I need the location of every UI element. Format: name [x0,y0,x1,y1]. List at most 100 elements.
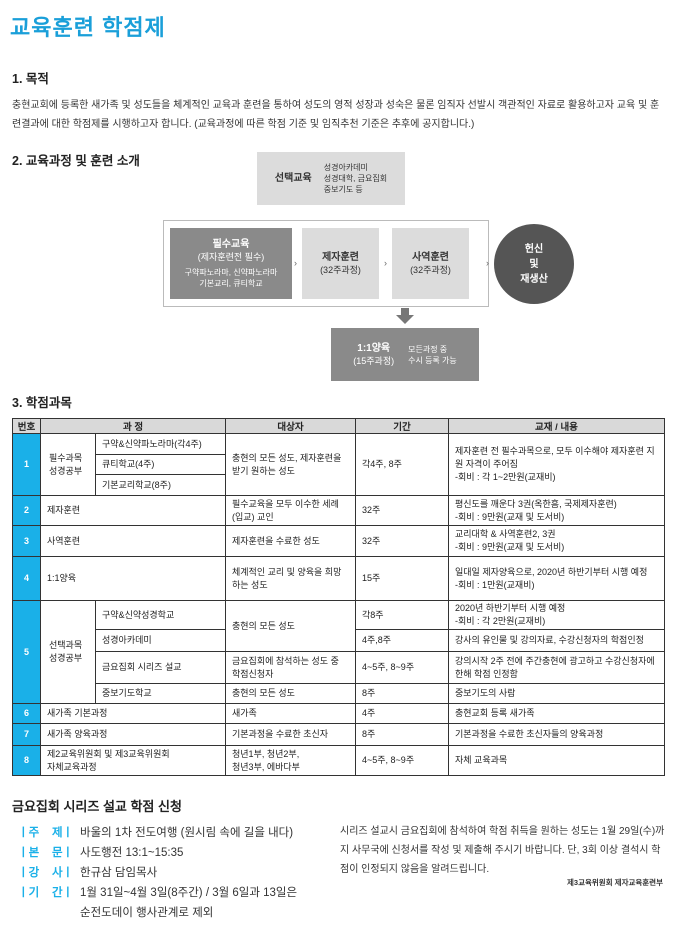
course-group: 필수과목 성경공부 [40,433,96,496]
row-number: 6 [12,703,41,724]
header-number: 번호 [12,418,41,434]
header-target: 대상자 [225,418,356,434]
target-cell: 체계적인 교리 및 양육을 희망하는 성도 [225,556,356,601]
dedication-circle: 헌신 및 재생산 [494,224,574,304]
content-cell: 자체 교육과목 [448,745,665,776]
content-cell: 강사의 유인물 및 강의자료, 수강신청자의 학점인정 [448,629,665,652]
mentoring-sub: (15주과정) [353,355,395,366]
period-cell: 4~5주, 8~9주 [355,745,449,776]
row-number: 2 [12,495,41,526]
info-value: 1월 31일~4월 3일(8주간) / 3월 6일과 13일은 순전도데이 행사… [80,887,298,919]
elective-line: 중보기도 등 [323,185,363,194]
row-number: 3 [12,525,41,557]
mentoring-box: 1:1양육(15주과정) 모든과정 중 수시 등록 가능 [331,328,479,381]
course-name: 기본교리학교(8주) [95,474,226,496]
content-cell: 충현교회 등록 새가족 [448,703,665,724]
table-row: 2 제자훈련 필수교육을 모두 이수한 세례(입교) 교인 32주 평신도를 깨… [12,495,665,526]
course-name: 새가족 양육과정 [40,723,226,746]
chevron-right-icon: › [294,258,297,268]
course-name: 성경아카데미 [95,629,226,652]
required-box: 필수교육 (제자훈련전 필수) 구약파노라마, 신약파노라마 기본교리, 큐티학… [170,228,292,299]
target-cell: 금요집회에 참석하는 성도 중 학점신청자 [225,651,356,684]
ministry-sub: (32주과정) [410,264,451,275]
page-title: 교육훈련 학점제 [10,15,166,40]
content-cell: 중보기도의 사람 [448,683,665,704]
content-cell: 평신도를 깨운다 3권(옥한흠, 국제제자훈련) -회비 : 9만원(교재 및 … [448,495,665,526]
elective-title: 선택교육 [274,173,312,184]
chevron-right-icon: › [384,258,387,268]
section-heading-courses: 2. 교육과정 및 훈련 소개 [12,154,140,168]
header-course: 과 정 [40,418,226,434]
elective-line: 성경대학, 금요집회 [323,174,388,183]
content-cell: 기본과정을 수료한 초신자들의 양육과정 [448,723,665,746]
elective-box: 선택교육 성경아카데미 성경대학, 금요집회 중보기도 등 [257,152,405,205]
target-cell: 충현의 모든 성도, 제자훈련을 받기 원하는 성도 [225,433,356,496]
target-cell: 제자훈련을 수료한 성도 [225,525,356,557]
info-value: 바울의 1차 전도여행 (원시림 속에 길을 내다) [80,827,294,839]
disciple-title: 제자훈련 [322,251,359,263]
info-label: ㅣ기 간ㅣ [18,887,74,899]
course-name: 제자훈련 [40,495,226,526]
table-row: 4 1:1양육 체계적인 교리 및 양육을 희망하는 성도 15주 일대일 제자… [12,556,665,601]
header-period: 기간 [355,418,449,434]
period-cell: 8주 [355,683,449,704]
apply-heading: 금요집회 시리즈 설교 학점 신청 [12,799,182,814]
period-cell: 15주 [355,556,449,601]
table-row: 6 새가족 기본과정 새가족 4주 충현교회 등록 새가족 [12,703,665,724]
course-name: 구약&신약성경학교 [95,600,226,630]
disciple-box: 제자훈련 (32주과정) [302,228,379,299]
info-value: 한규삼 담임목사 [80,867,158,879]
row-number: 8 [12,745,41,776]
required-sub: (제자훈련전 필수) [197,252,265,262]
period-cell: 4주 [355,703,449,724]
arrow-down-icon [396,308,414,324]
mentoring-line: 모든과정 중 [408,344,448,354]
period-cell: 8주 [355,723,449,746]
section-heading-purpose: 1. 목적 [12,72,49,86]
ministry-box: 사역훈련 (32주과정) [392,228,469,299]
course-name: 사역훈련 [40,525,226,557]
course-name: 새가족 기본과정 [40,703,226,724]
ministry-title: 사역훈련 [412,251,449,263]
target-cell: 기본과정을 수료한 초신자 [225,723,356,746]
course-name: 금요집회 시리즈 설교 [95,651,226,684]
credit-table: 번호 과 정 대상자 기간 교재 / 내용 1 필수과목 성경공부 구약&신약파… [12,418,665,776]
period-cell: 32주 [355,525,449,557]
course-name: 제2교육위원회 및 제3교육위원회 자체교육과정 [40,745,226,776]
period-cell: 각4주, 8주 [355,433,449,496]
training-flow-frame [163,220,489,307]
disciple-sub: (32주과정) [320,264,361,275]
mentoring-line: 수시 등록 가능 [408,355,457,365]
table-row: 5 선택과목 성경공부 구약&신약성경학교 충현의 모든 성도 각8주 2020… [12,600,665,704]
target-cell: 새가족 [225,703,356,724]
purpose-text: 충현교회에 등록한 새가족 및 성도들을 체계적인 교육과 훈련을 통하여 성도… [12,100,660,130]
content-cell: 2020년 하반기부터 시행 예정 -회비 : 각 2만원(교재비) [448,600,665,630]
target-cell: 충현의 모든 성도 [225,683,356,704]
course-name: 1:1양육 [40,556,226,601]
result-text: 헌신 [524,243,544,255]
course-group: 선택과목 성경공부 [40,600,96,704]
table-row: 1 필수과목 성경공부 구약&신약파노라마(각4주) 충현의 모든 성도, 제자… [12,433,665,496]
table-row: 8 제2교육위원회 및 제3교육위원회 자체교육과정 청년1부, 청년2부, 청… [12,745,665,776]
row-number: 7 [12,723,41,746]
result-text: 및 [529,258,539,270]
course-name: 큐티학교(4주) [95,454,226,475]
info-value: 사도행전 13:1~15:35 [80,847,184,859]
period-cell: 4주,8주 [355,629,449,652]
section-heading-credits: 3. 학점과목 [12,396,72,410]
row-number: 5 [12,600,41,704]
period-cell: 4~5주, 8~9주 [355,651,449,684]
result-text: 재생산 [520,273,548,285]
content-cell: 교리대학 & 사역훈련2, 3권 -회비 : 9만원(교재 및 도서비) [448,525,665,557]
required-line: 구약파노라마, 신약파노라마 [184,268,278,277]
table-header-row: 번호 과 정 대상자 기간 교재 / 내용 [12,418,665,434]
required-line: 기본교리, 큐티학교 [199,279,263,288]
row-number: 1 [12,433,41,496]
info-label: ㅣ강 사ㅣ [18,867,74,879]
table-row: 3 사역훈련 제자훈련을 수료한 성도 32주 교리대학 & 사역훈련2, 3권… [12,525,665,557]
table-row: 7 새가족 양육과정 기본과정을 수료한 초신자 8주 기본과정을 수료한 초신… [12,723,665,746]
course-name: 중보기도학교 [95,683,226,704]
target-cell: 필수교육을 모두 이수한 세례(입교) 교인 [225,495,356,526]
course-name: 구약&신약파노라마(각4주) [95,433,226,455]
